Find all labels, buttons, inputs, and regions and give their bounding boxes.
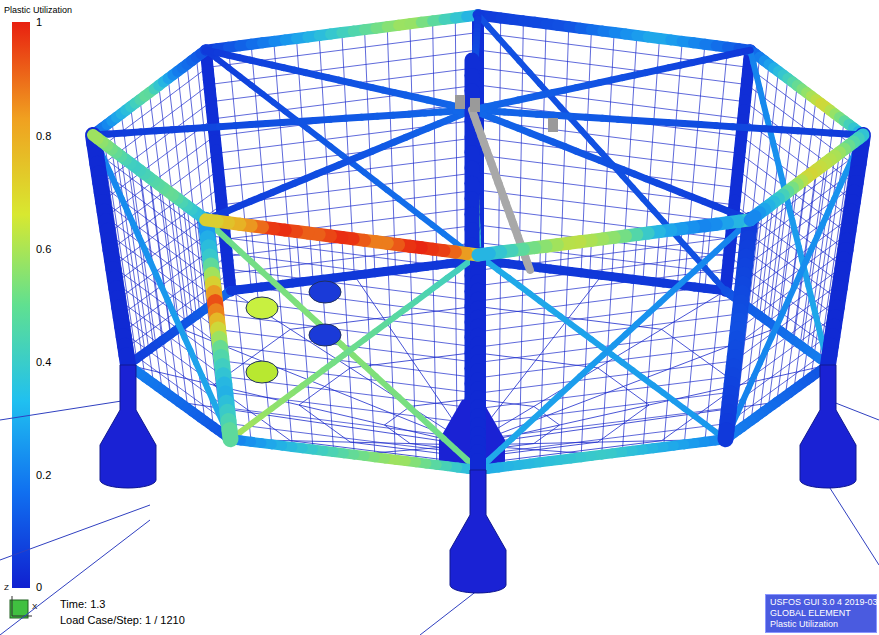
tube-member — [725, 50, 750, 291]
tube-member — [231, 260, 478, 291]
tube-member — [93, 50, 206, 135]
tube-member — [206, 15, 478, 50]
axis-label: X — [32, 603, 37, 612]
tube-member — [478, 15, 750, 50]
buoy — [246, 297, 278, 319]
tube-member — [472, 110, 750, 220]
net-mesh — [478, 220, 750, 470]
tube-member — [206, 50, 231, 291]
tube-member — [472, 15, 478, 110]
tube-member — [750, 135, 863, 220]
tube-member — [750, 50, 828, 365]
fitting — [455, 95, 465, 109]
scale-tick: 1 — [36, 16, 42, 28]
info-panel: USFOS GUI 3.0 4 2019-03GLOBAL ELEMENTPla… — [765, 594, 877, 633]
panel-text: USFOS GUI 3.0 4 2019-03 — [770, 597, 872, 608]
tube-member — [478, 255, 479, 470]
tube-member — [93, 135, 231, 439]
tube-member — [478, 255, 725, 439]
buoy — [309, 324, 341, 346]
tube-member — [478, 260, 725, 291]
mooring-line — [0, 505, 150, 560]
mooring-line — [0, 400, 128, 420]
tube-member — [472, 110, 863, 135]
tube-member — [750, 50, 863, 135]
scale-tick: 0.2 — [36, 469, 51, 481]
tube-member — [231, 439, 478, 470]
tube-member — [206, 220, 478, 470]
tube-member — [206, 50, 472, 110]
column-foot — [100, 365, 156, 488]
tube-member — [478, 220, 750, 255]
tube-member — [93, 110, 472, 135]
tube-member — [828, 135, 863, 365]
scale-tick: 0.4 — [36, 356, 51, 368]
status-text: Time: 1.3 — [60, 598, 105, 610]
mooring-line — [420, 590, 478, 635]
scale-tick: 0.8 — [36, 130, 51, 142]
net-mesh — [206, 220, 478, 470]
color-bar — [12, 22, 30, 588]
bottom-net — [128, 260, 828, 470]
tube-member — [206, 220, 478, 255]
scale-tick: 0 — [36, 581, 42, 593]
tube-member — [231, 255, 478, 439]
tube-member — [206, 110, 472, 220]
tube-member — [206, 50, 478, 260]
tube-member — [206, 220, 231, 439]
buoy — [246, 361, 278, 383]
tube-member — [725, 220, 750, 439]
scale-tick: 0.6 — [36, 243, 51, 255]
buoy — [309, 281, 341, 303]
mooring-line — [828, 485, 879, 565]
tube-member — [472, 50, 750, 110]
legend-title: Plastic Utilization — [4, 6, 72, 16]
net-mesh — [725, 50, 863, 365]
axis-label: Z — [4, 584, 9, 593]
net-mesh — [478, 15, 750, 291]
tube-member — [725, 135, 863, 439]
status-text: Load Case/Step: 1 / 1210 — [60, 614, 185, 626]
tube-member — [93, 135, 128, 365]
tube-member — [478, 220, 750, 470]
tube-member — [478, 15, 725, 291]
fitting — [470, 98, 480, 112]
tube-member — [93, 135, 206, 220]
center-weight — [439, 400, 505, 470]
tube-member — [478, 439, 725, 470]
panel-text: Plastic Utilization — [770, 619, 872, 630]
column-foot — [800, 365, 856, 488]
net-mesh — [206, 15, 478, 291]
panel-text: GLOBAL ELEMENT — [770, 608, 872, 619]
column-foot — [450, 470, 506, 593]
structure — [0, 15, 879, 635]
axis-icon — [10, 596, 32, 618]
fitting — [548, 118, 558, 132]
net-mesh — [93, 50, 231, 365]
tube-member — [472, 110, 530, 270]
